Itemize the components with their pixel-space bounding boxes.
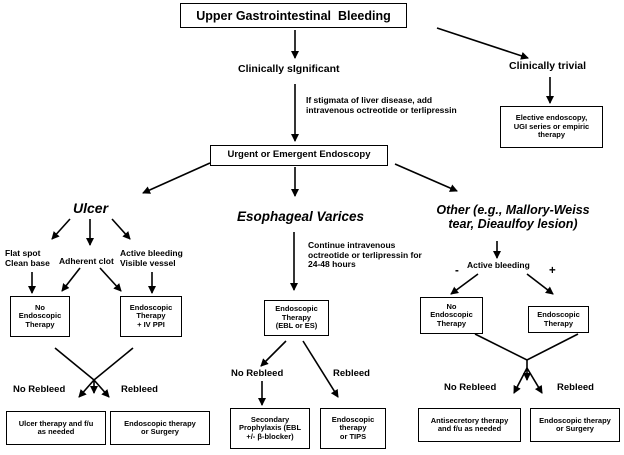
title-box: Upper Gastrointestinal Bleeding: [180, 3, 407, 28]
ulcer-merge-lines: [54, 347, 134, 382]
antisecretory-box: Antisecretory therapy and f/u as needed: [418, 408, 521, 442]
ulcer-no-rebleed-label: No Rebleed: [13, 384, 66, 395]
other-no-rebleed-label: No Rebleed: [444, 382, 497, 393]
urgent-endoscopy-box: Urgent or Emergent Endoscopy: [210, 145, 388, 166]
other-merge-lines: [474, 333, 579, 361]
arrow-varices-to-no-rebleed: [260, 340, 287, 367]
other-active-bleeding-label: Active bleeding: [467, 260, 530, 270]
varices-therapy-box: Endoscopic Therapy (EBL or ES): [264, 300, 329, 336]
ulcer-therapy-box: Endoscopic Therapy + IV PPI: [120, 296, 182, 337]
ulcer-no-rebleed-box: Ulcer therapy and f/u as needed: [6, 411, 106, 445]
arrow-endoscopy-to-other: [394, 163, 458, 192]
arrow-clot-to-therapy: [99, 267, 122, 292]
elective-endoscopy-box: Elective endoscopy, UGI series or empiri…: [500, 106, 603, 148]
arrow-other-to-no-rebleed: [513, 367, 528, 394]
arrow-ulcer-to-no-rebleed: [78, 379, 95, 398]
liver-disease-note: If stigmata of liver disease, add intrav…: [306, 95, 457, 115]
clinically-trivial-label: Clinically trivial: [509, 60, 587, 72]
arrow-title-to-trivial: [436, 27, 529, 60]
other-no-therapy-box: No Endoscopic Therapy: [420, 297, 483, 334]
varices-no-rebleed-label: No Rebleed: [231, 368, 284, 379]
active-bleeding-label: Active bleeding Visible vessel: [120, 248, 183, 268]
other-therapy-box: Endoscopic Therapy: [528, 306, 589, 333]
arrow-ulcer-to-rebleed: [93, 379, 110, 398]
varices-heading: Esophageal Varices: [237, 209, 365, 224]
arrow-other-to-rebleed: [526, 367, 543, 394]
clinically-significant-label: Clinically sIgnificant: [238, 63, 340, 75]
arrow-active-bleeding-to-therapy: [526, 273, 554, 295]
other-rebleed-label: Rebleed: [557, 382, 594, 393]
minus-sign: -: [455, 265, 459, 277]
arrow-ulcer-to-flat-spot: [51, 218, 71, 240]
arrow-active-bleeding-to-no-therapy: [450, 273, 479, 295]
other-heading: Other (e.g., Mallory-Weiss tear, Dieaulf…: [436, 203, 590, 231]
arrow-clot-to-no-therapy: [61, 267, 81, 292]
ulcer-heading: Ulcer: [73, 200, 109, 216]
arrow-varices-to-rebleed: [302, 340, 339, 398]
plus-sign: +: [549, 265, 556, 277]
arrow-ulcer-to-active-bleeding: [111, 218, 131, 240]
ulcer-no-therapy-box: No Endoscopic Therapy: [10, 296, 70, 337]
flat-spot-label: Flat spot Clean base: [5, 248, 50, 268]
secondary-prophylaxis-box: Secondary Prophylaxis (EBL +/- β-blocker…: [230, 408, 310, 449]
ulcer-rebleed-box: Endoscopic therapy or Surgery: [110, 411, 210, 445]
arrow-endoscopy-to-ulcer: [142, 162, 211, 194]
varices-rebleed-label: Rebleed: [333, 368, 370, 379]
varices-rebleed-box: Endoscopic therapy or TIPS: [320, 408, 386, 449]
adherent-clot-label: Adherent clot: [59, 256, 114, 266]
other-rebleed-box: Endoscopic therapy or Surgery: [530, 408, 620, 442]
varices-octreotide-note: Continue intravenous octreotide or terli…: [308, 240, 422, 270]
ulcer-rebleed-label: Rebleed: [121, 384, 158, 395]
